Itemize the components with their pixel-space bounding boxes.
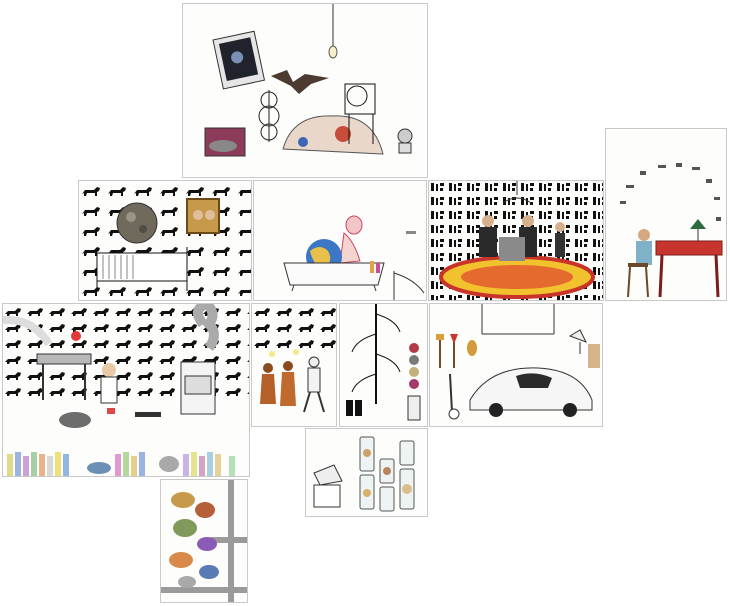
jars-panel [305, 428, 428, 517]
evolution-panel [251, 303, 337, 427]
bedroom-panel [78, 180, 252, 301]
living-room-panel [428, 180, 604, 301]
study-panel [605, 128, 727, 301]
pipes-panel [160, 479, 248, 603]
kitchen-panel [2, 303, 250, 477]
attic-panel [182, 3, 428, 178]
garage-panel [429, 303, 603, 427]
bathroom-panel [253, 180, 427, 301]
staircase-panel [339, 303, 428, 427]
